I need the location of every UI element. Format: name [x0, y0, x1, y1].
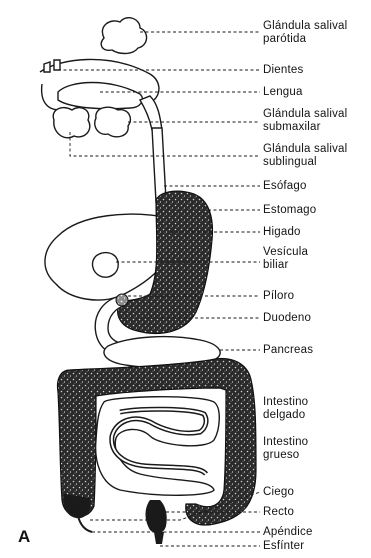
submaxillary-gland-shape — [53, 108, 90, 138]
parotid-gland-shape — [101, 18, 146, 54]
cecum-shape — [64, 494, 91, 518]
label-rectum: Recto — [263, 506, 294, 519]
rectum-shape — [146, 500, 167, 533]
head-region — [40, 18, 162, 138]
esophagus-shape — [152, 128, 166, 202]
label-large-intestine: Intestino grueso — [263, 436, 308, 461]
label-sphincter: Esfínter — [263, 540, 304, 553]
appendix-shape — [78, 516, 92, 532]
label-parotid-gland: Glándula salival parótida — [263, 20, 347, 45]
panel-letter: A — [18, 527, 30, 547]
label-pylorus: Píloro — [263, 290, 294, 303]
gallbladder-shape — [93, 253, 119, 278]
label-cecum: Ciego — [263, 486, 294, 499]
label-duodenum: Duodeno — [263, 312, 311, 325]
label-stomach: Estomago — [263, 204, 316, 217]
label-submaxillary-gland: Glándula salival submaxilar — [263, 108, 347, 133]
label-tongue: Lengua — [263, 86, 303, 99]
label-teeth: Dientes — [263, 64, 303, 77]
label-sublingual-gland: Glándula salival sublingual — [263, 143, 347, 168]
label-small-intestine: Intestino delgado — [263, 396, 308, 421]
sublingual-gland-shape — [95, 107, 131, 137]
label-esophagus: Esófago — [263, 180, 307, 193]
pharynx-shape — [140, 96, 162, 130]
label-liver: Higado — [263, 226, 301, 239]
label-appendix: Apéndice — [263, 526, 313, 539]
sphincter-shape — [154, 532, 164, 544]
label-pancreas: Pancreas — [263, 344, 313, 357]
pylorus-marker — [116, 294, 128, 306]
label-gallbladder: Vesícula biliar — [263, 246, 308, 271]
jaw-outline — [42, 84, 60, 110]
